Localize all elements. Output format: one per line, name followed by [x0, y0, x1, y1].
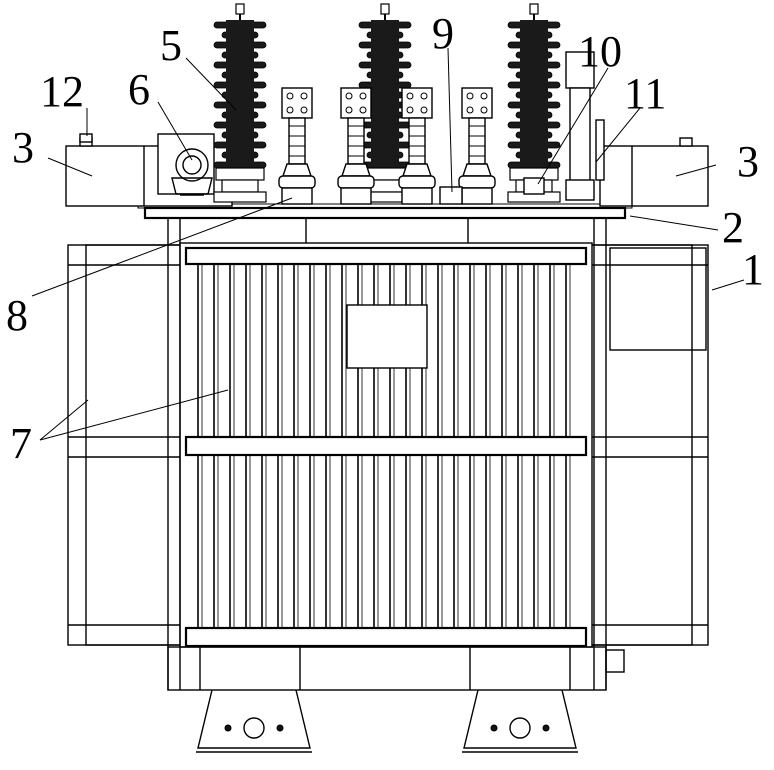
label-10: 10 [578, 27, 622, 76]
gas-relay [157, 133, 215, 196]
label-3-right: 3 [737, 137, 759, 186]
thermometer-base [523, 177, 545, 195]
tap-changer-block [439, 186, 463, 205]
label-1: 1 [742, 245, 764, 294]
lifting-bolt [79, 133, 93, 143]
leader-lines [31, 47, 745, 441]
lv-bushings [278, 87, 496, 205]
cooling-fins [197, 264, 571, 628]
label-9: 9 [432, 9, 454, 58]
label-7: 7 [10, 419, 32, 468]
base-feet [167, 646, 625, 753]
part-labels: 1 2 3 3 5 6 7 8 9 10 11 12 [6, 9, 764, 468]
label-2: 2 [722, 203, 744, 252]
hv-bushings [213, 3, 561, 203]
label-11: 11 [624, 69, 666, 118]
label-3-left: 3 [12, 123, 34, 172]
main-tank [167, 218, 607, 690]
nameplate [346, 304, 428, 369]
label-5: 5 [160, 21, 182, 70]
label-8: 8 [6, 291, 28, 340]
label-12: 12 [40, 67, 84, 116]
breather-assembly [523, 51, 605, 201]
label-6: 6 [128, 65, 150, 114]
